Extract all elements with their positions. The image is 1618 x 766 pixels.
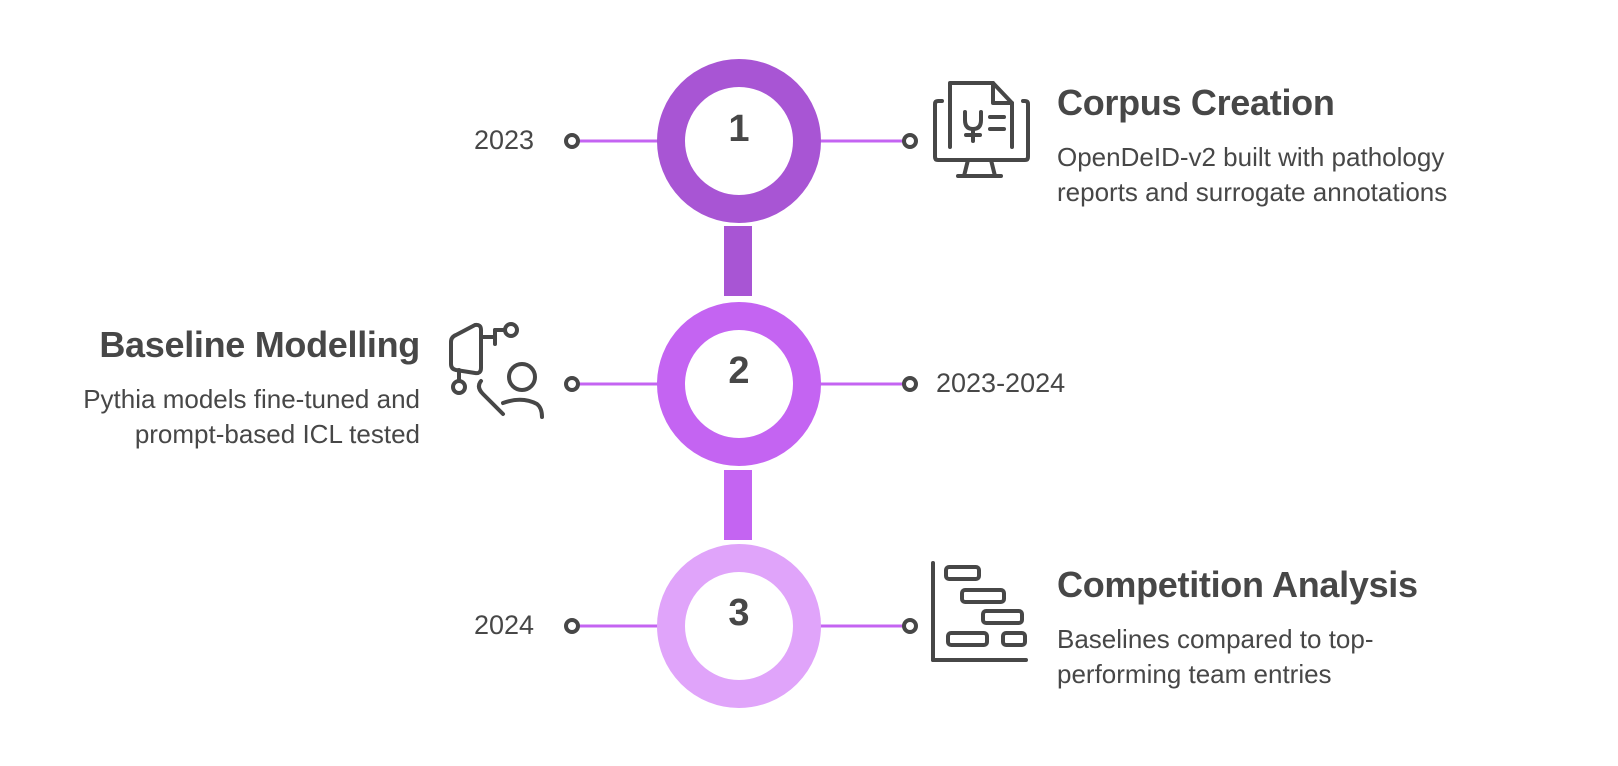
step-title-3: Competition Analysis: [1057, 564, 1418, 605]
step-2-graphic: [564, 302, 918, 466]
user-network-icon: [449, 322, 544, 419]
step-2-content: Baseline Modelling Pythia models fine-tu…: [10, 324, 420, 452]
step-date-3: 2024: [474, 610, 535, 640]
step-3-content: Competition Analysis Baselines compared …: [1057, 564, 1577, 692]
icon-marker-3: [902, 618, 918, 634]
step-number-3: 3: [728, 592, 750, 634]
step-description-3: Baselines compared to top- performing te…: [1057, 624, 1374, 689]
step-number-2: 2: [728, 350, 750, 392]
step-title-2: Baseline Modelling: [99, 324, 420, 365]
step-number-1: 1: [728, 108, 750, 150]
step-title-1: Corpus Creation: [1057, 82, 1335, 123]
date-marker-1: [564, 133, 580, 149]
monitor-document-icon: [933, 81, 1030, 178]
step-1-graphic: [564, 59, 918, 223]
icon-marker-1: [902, 133, 918, 149]
step-date-1: 2023: [474, 125, 535, 155]
step-1-content: Corpus Creation OpenDeID-v2 built with p…: [1057, 82, 1577, 210]
step-date-2: 2023-2024: [936, 368, 1066, 398]
step-circle-3: [657, 544, 821, 708]
date-marker-3: [564, 618, 580, 634]
connector-1-2: [724, 226, 752, 296]
step-description-1: OpenDeID-v2 built with pathology reports…: [1057, 142, 1448, 207]
step-circle-1: [657, 59, 821, 223]
connector-2-3: [724, 470, 752, 540]
date-marker-2: [902, 376, 918, 392]
step-circle-2: [657, 302, 821, 466]
step-description-2: Pythia models fine-tuned and prompt-base…: [83, 384, 420, 449]
step-3-graphic: [564, 544, 918, 708]
gantt-chart-icon: [931, 561, 1028, 662]
icon-marker-2: [564, 376, 580, 392]
